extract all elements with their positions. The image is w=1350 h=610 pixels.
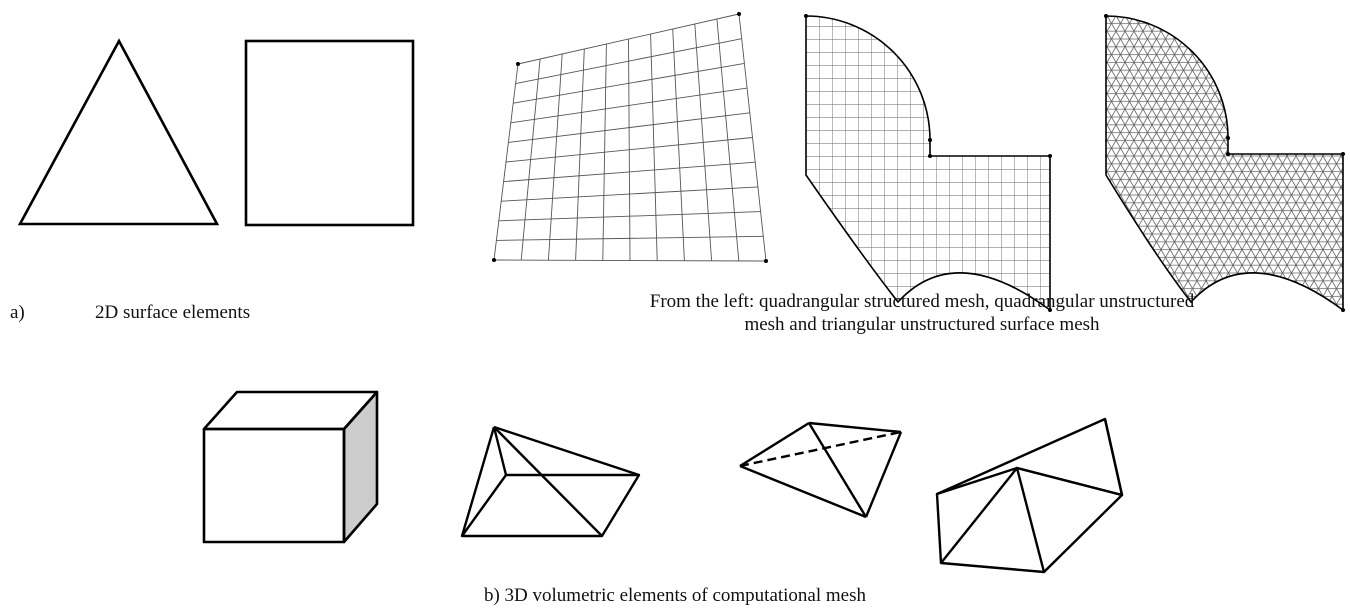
mesh-caption-line1: From the left: quadrangular structured m… <box>650 291 1195 312</box>
hexahedron-element <box>202 390 379 544</box>
mesh-line <box>493 259 767 262</box>
mesh-vertex <box>737 12 741 16</box>
mesh-fill <box>1106 16 1343 310</box>
panel-b-caption: b) 3D volumetric elements of computation… <box>484 585 867 606</box>
mesh-line <box>672 28 685 261</box>
mesh-vertex <box>1226 152 1230 156</box>
mesh-fill <box>806 16 1050 310</box>
triangular-unstructured-mesh <box>1104 14 1345 312</box>
mesh-vertex <box>1048 308 1052 312</box>
mesh-line <box>505 137 753 163</box>
mesh-vertex <box>1104 14 1108 18</box>
mesh-vertex <box>1048 154 1052 158</box>
mesh-line <box>503 161 756 183</box>
panel-a-caption: 2D surface elements <box>95 302 250 323</box>
mesh-vertex <box>928 138 932 142</box>
mesh-vertex <box>1226 136 1230 140</box>
tetrahedron-element <box>739 421 903 519</box>
mesh-line <box>650 33 658 261</box>
triangle-element <box>17 38 220 226</box>
mesh-vertex <box>764 259 768 263</box>
mesh-line <box>498 211 761 222</box>
structured-quad-mesh <box>492 12 768 263</box>
mesh-line <box>496 235 764 241</box>
mesh-vertex <box>1341 308 1345 312</box>
mesh-line <box>501 186 758 202</box>
mesh-caption-line2: mesh and triangular unstructured surface… <box>744 314 1100 335</box>
pyramid-element <box>460 425 641 538</box>
mesh-boundary <box>1105 15 1344 312</box>
mesh-vertex <box>928 154 932 158</box>
mesh-line <box>738 13 767 262</box>
mesh-line <box>716 18 740 261</box>
panel-a-label: a) <box>10 302 25 323</box>
quadrilateral-element <box>244 39 415 227</box>
prism-element <box>935 417 1124 574</box>
mesh-vertex <box>492 258 496 262</box>
mesh-vertex <box>804 14 808 18</box>
mesh-vertex <box>516 62 520 66</box>
mesh-line <box>694 23 713 261</box>
mesh-boundary <box>805 15 1051 312</box>
mesh-vertex <box>1341 152 1345 156</box>
unstructured-quad-mesh <box>804 14 1052 312</box>
